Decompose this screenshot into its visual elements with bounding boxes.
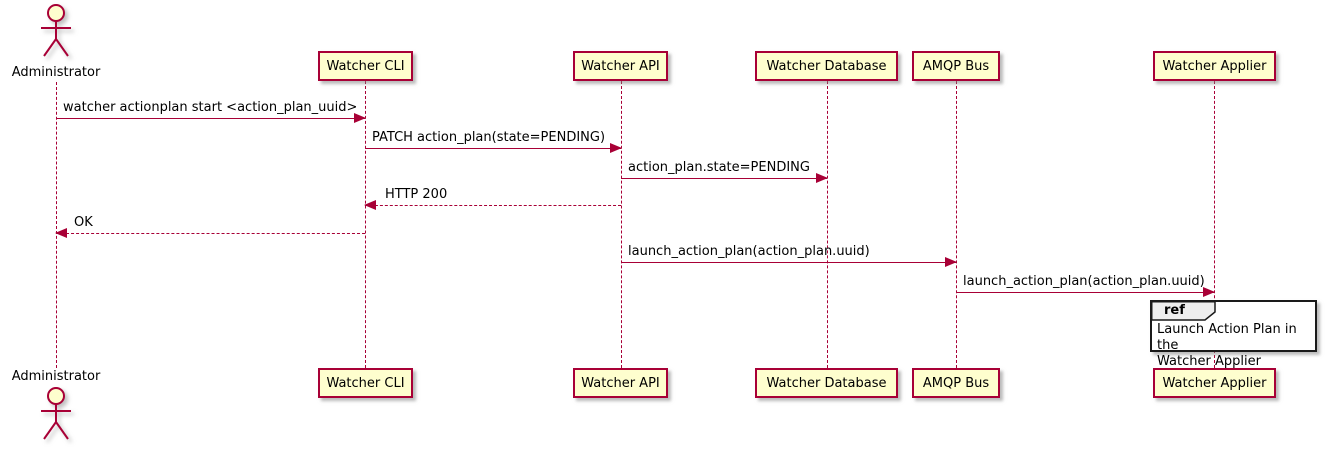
lifeline-watcher-api [621,81,622,368]
lifeline-amqp-bus [956,81,957,368]
lifeline-watcher-applier [1214,81,1215,368]
actor-label-administrator-bottom: Administrator [11,369,101,384]
message-label: PATCH action_plan(state=PENDING) [372,130,606,145]
message-label: HTTP 200 [385,187,448,202]
message-label: launch_action_plan(action_plan.uuid) [963,274,1205,289]
actor-icon [41,4,71,57]
participant-watcher-api-top: Watcher API [573,51,668,81]
message-label: action_plan.state=PENDING [628,160,810,175]
message-line [365,205,621,206]
ref-header-tab-icon [1151,301,1216,321]
arrowhead-right-icon [1203,287,1215,297]
participant-watcher-applier-bottom: Watcher Applier [1153,368,1276,398]
arrowhead-right-icon [354,113,366,123]
message-line [621,262,956,263]
arrowhead-left-icon [55,228,67,238]
message-line [365,148,621,149]
message-label: watcher actionplan start <action_plan_uu… [63,100,358,115]
participant-watcher-database-top: Watcher Database [755,51,898,81]
lifeline-administrator [56,82,57,368]
participant-amqp-bus-top: AMQP Bus [912,51,1000,81]
participant-watcher-cli-top: Watcher CLI [318,51,413,81]
lifeline-watcher-cli [365,81,366,368]
arrowhead-left-icon [364,200,376,210]
message-line [621,178,827,179]
ref-text: Launch Action Plan in the Watcher Applie… [1157,322,1297,369]
participant-watcher-api-bottom: Watcher API [573,368,668,398]
message-line [56,118,365,119]
ref-fragment: ref Launch Action Plan in the Watcher Ap… [1150,300,1317,369]
actor-icon [41,387,71,440]
participant-watcher-database-bottom: Watcher Database [755,368,898,398]
arrowhead-right-icon [945,257,957,267]
actor-label-administrator-top: Administrator [11,65,101,80]
arrowhead-right-icon [610,143,622,153]
message-line [56,233,365,234]
ref-keyword: ref [1164,303,1185,318]
arrowhead-right-icon [816,173,828,183]
message-label: launch_action_plan(action_plan.uuid) [628,244,870,259]
message-line [956,292,1214,293]
message-label: OK [74,215,93,230]
lifeline-watcher-database [827,81,828,368]
participant-watcher-cli-bottom: Watcher CLI [318,368,413,398]
participant-amqp-bus-bottom: AMQP Bus [912,368,1000,398]
participant-watcher-applier-top: Watcher Applier [1153,51,1276,81]
